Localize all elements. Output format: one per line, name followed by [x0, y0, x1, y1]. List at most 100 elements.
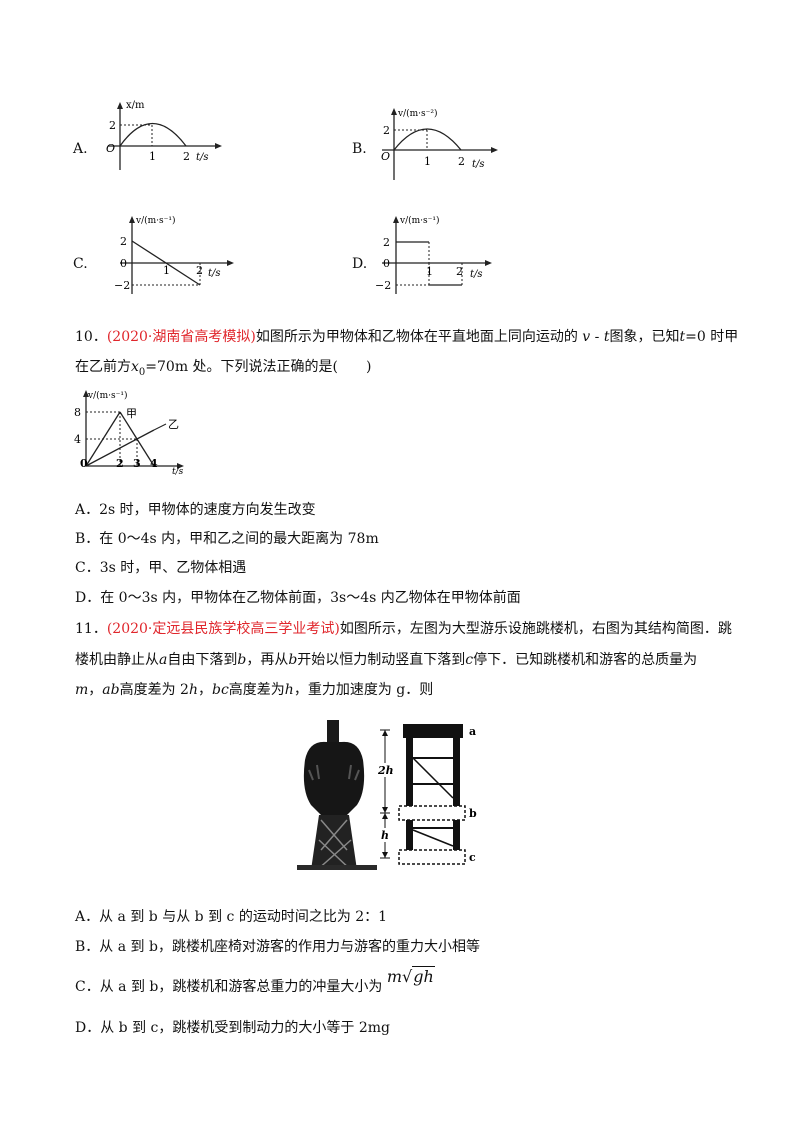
diagram-label-h: h [381, 829, 389, 842]
q10-stem-var-t: t [603, 329, 610, 345]
diagram-label-a: a [469, 725, 476, 738]
q10-label-yi: 乙 [168, 418, 179, 431]
graph-c-xtick-1: 1 [163, 264, 170, 277]
sqrt-icon: √ [402, 967, 413, 986]
graph-a-xlabel: t/s [196, 152, 209, 163]
graph-d-ylabel: v/(m·s⁻¹) [399, 215, 440, 226]
graph-d-ytick-0: 0 [383, 257, 390, 270]
graph-c-ylabel: v/(m·s⁻¹) [135, 215, 176, 226]
option-a-label: A. [73, 141, 88, 157]
q10-graph-ylabel: v/(m·s⁻¹) [87, 390, 128, 401]
q11-var-b: b [237, 652, 247, 668]
graph-b-xtick-1: 1 [424, 155, 431, 168]
graph-b-ytick: 2 [383, 124, 390, 137]
q10-graph-xtick-2: 2 [116, 457, 124, 470]
q11-option-c-formula: m√gh [387, 966, 435, 986]
graph-c-xtick-2: 2 [196, 264, 203, 277]
option-d-label: D. [352, 256, 368, 272]
graph-d-xlabel: t/s [470, 269, 483, 280]
q11-number: 11． [75, 621, 107, 637]
q11-option-a: A．从 a 到 b 与从 b 到 c 的运动时间之比为 2：1 [75, 909, 388, 925]
q11-stem-3b: ， [88, 682, 103, 698]
graph-a: x/m 2 O 1 2 t/s [106, 100, 222, 170]
graph-c-ytick-2: 2 [120, 235, 127, 248]
option-c-label: C. [73, 256, 88, 272]
formula-root: gh [412, 966, 435, 986]
q10-stem-line-1: 10．(2020·湖南省高考模拟)如图所示为甲物体和乙物体在平直地面上同向运动的… [75, 326, 738, 346]
q10-number: 10． [75, 329, 107, 345]
q11-stem-2c: 自由下落到 [167, 652, 238, 668]
q11-var-bc: bc [211, 682, 229, 698]
q11-var-m: m [75, 682, 89, 698]
q11-option-c-text: C．从 a 到 b，跳楼机和游客总重力的冲量大小为 [75, 979, 383, 995]
diagram-label-c: c [469, 851, 476, 864]
graph-a-xtick-2: 2 [183, 150, 190, 163]
q10-graph-origin: 0 [80, 457, 88, 470]
graph-b: v/(m·s⁻²) 2 O 1 2 t/s [381, 108, 498, 180]
q11-var-c: c [465, 652, 474, 668]
q10-option-a: A．2s 时，甲物体的速度方向发生改变 [75, 502, 316, 518]
q11-var-a: a [159, 652, 168, 668]
q10-stem-text-5: =70m 处。下列说法正确的是( ) [145, 359, 372, 375]
q10-graph-ytick-8: 8 [74, 406, 81, 419]
graph-a-ylabel: x/m [126, 100, 145, 111]
diagram-label-b: b [469, 807, 477, 820]
graph-c-xlabel: t/s [208, 268, 221, 279]
q10-stem-text-2: 图象，已知 [609, 329, 680, 345]
graph-a-xtick-1: 1 [149, 150, 156, 163]
q10-stem-sub-0: 0 [138, 366, 146, 378]
q10-label-jia: 甲 [126, 407, 137, 420]
q11-stem-2g: 开始以恒力制动竖直下落到 [297, 652, 466, 668]
q10-option-c: C．3s 时，甲、乙物体相遇 [75, 560, 247, 576]
graph-a-ytick: 2 [109, 119, 116, 132]
q10-stem-line-2: 在乙前方x0=70m 处。下列说法正确的是( ) [75, 356, 371, 378]
graph-d-xtick-1: 1 [426, 265, 433, 278]
graph-c: v/(m·s⁻¹) 2 0 −2 1 2 t/s [114, 215, 234, 294]
graph-b-origin: O [381, 150, 390, 163]
q11-stem-3f: ， [197, 682, 212, 698]
q11-stem-line-3: m，ab高度差为 2h，bc高度差为h，重力加速度为 g．则 [75, 679, 433, 699]
q11-var-h2: h [284, 682, 294, 698]
q11-stem-3h: 高度差为 [228, 682, 285, 698]
diagram-label-2h: 2h [377, 764, 394, 777]
q11-option-d: D．从 b 到 c，跳楼机受到制动力的大小等于 2mg [75, 1020, 390, 1036]
q10-option-b: B．在 0～4s 内，甲和乙之间的最大距离为 78m [75, 531, 379, 547]
q11-stem-line-2: 楼机由静止从a自由下落到b，再从b开始以恒力制动竖直下落到c停下．已知跳楼机和游… [75, 649, 697, 669]
q10-graph: v/(m·s⁻¹) 8 4 0 2 3 4 t/s 甲 乙 [74, 390, 184, 476]
q10-graph-xtick-3: 3 [133, 457, 141, 470]
option-b-label: B. [352, 141, 367, 157]
drop-tower-diagram: 2h h a b c [377, 724, 477, 865]
graph-b-xlabel: t/s [472, 159, 485, 170]
q10-graph-ytick-4: 4 [74, 433, 81, 446]
graph-d-ytick-2: 2 [383, 236, 390, 249]
q10-stem-var-t2: t [679, 329, 686, 345]
q11-stem-2i: 停下．已知跳楼机和游客的总质量为 [473, 652, 698, 668]
drop-tower-photo [297, 720, 377, 870]
q10-stem-dash: - [594, 329, 600, 345]
q11-stem-3d: 高度差为 2 [119, 682, 189, 698]
q10-graph-xlabel: t/s [172, 467, 184, 476]
q11-stem-2a: 楼机由静止从 [75, 652, 159, 668]
graph-c-ytick-neg2: −2 [114, 279, 130, 292]
q10-option-d: D．在 0～3s 内，甲物体在乙物体前面，3s～4s 内乙物体在甲物体前面 [75, 590, 521, 606]
graph-b-ylabel: v/(m·s⁻²) [397, 108, 438, 119]
q10-stem-text-4: 在乙前方 [75, 359, 131, 375]
graph-b-xtick-2: 2 [458, 155, 465, 168]
q11-stem-line-1: 11．(2020·定远县民族学校高三学业考试)如图所示，左图为大型游乐设施跳楼机… [75, 618, 732, 638]
q10-stem-text: 如图所示为甲物体和乙物体在平直地面上同向运动的 [255, 329, 578, 345]
q11-option-c: C．从 a 到 b，跳楼机和游客总重力的冲量大小为 m√gh [75, 966, 435, 996]
q11-var-ab: ab [102, 682, 120, 698]
graph-d: v/(m·s⁻¹) 2 0 −2 1 2 t/s [375, 215, 492, 294]
q11-option-b: B．从 a 到 b，跳楼机座椅对游客的作用力与游客的重力大小相等 [75, 939, 480, 955]
q11-stem-2e: ，再从 [246, 652, 289, 668]
q11-var-h: h [188, 682, 198, 698]
q11-var-b2: b [288, 652, 298, 668]
graph-d-ytick-neg2: −2 [375, 279, 391, 292]
q11-source: (2020·定远县民族学校高三学业考试) [106, 621, 340, 637]
q10-stem-var-x: x [131, 359, 139, 375]
q10-graph-xtick-4: 4 [150, 457, 158, 470]
q10-stem-var-v: v [582, 329, 591, 345]
q11-stem-3j: ，重力加速度为 g．则 [293, 682, 434, 698]
q10-source: (2020·湖南省高考模拟) [106, 329, 256, 345]
graph-d-xtick-2: 2 [456, 265, 463, 278]
